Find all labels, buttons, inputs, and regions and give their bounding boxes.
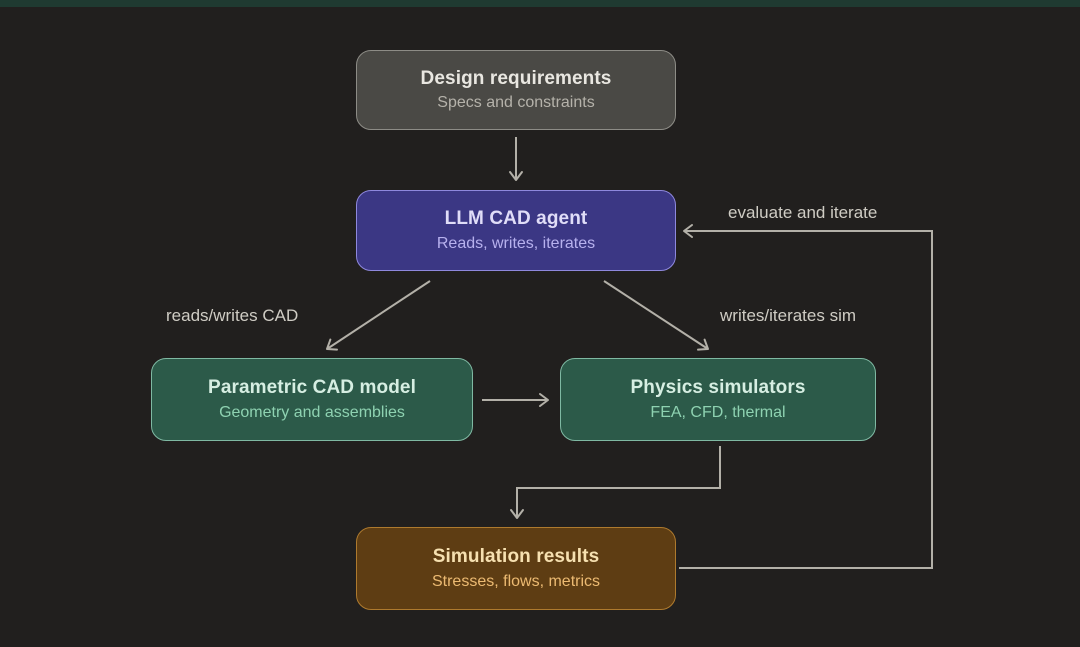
edge-label-evaluate-and-iterate: evaluate and iterate: [728, 203, 878, 222]
simulation-results-title: Simulation results: [432, 546, 600, 567]
simulation-results-node: Simulation results Stresses, flows, metr…: [356, 527, 676, 610]
physics-simulators-title: Physics simulators: [630, 377, 806, 398]
llm-cad-agent-title: LLM CAD agent: [444, 208, 588, 229]
physics-simulators-subtitle: FEA, CFD, thermal: [650, 403, 786, 421]
arrow-results-to-agent-feedback: [679, 224, 933, 569]
design-requirements-subtitle: Specs and constraints: [437, 94, 595, 112]
design-requirements-node: Design requirements Specs and constraint…: [356, 50, 676, 130]
edge-label-reads-writes-cad: reads/writes CAD: [166, 306, 299, 325]
parametric-cad-model-subtitle: Geometry and assemblies: [219, 403, 405, 421]
physics-simulators-node: Physics simulators FEA, CFD, thermal: [560, 358, 876, 441]
parametric-cad-model-node: Parametric CAD model Geometry and assemb…: [151, 358, 473, 441]
design-requirements-title: Design requirements: [420, 67, 612, 89]
arrow-agent-to-cad-model: [326, 280, 431, 351]
top-accent-strip: [0, 0, 1080, 7]
simulation-results-subtitle: Stresses, flows, metrics: [431, 572, 601, 590]
arrow-agent-to-simulators: [603, 280, 709, 351]
parametric-cad-model-title: Parametric CAD model: [208, 377, 416, 398]
arrow-simulators-to-results: [510, 446, 721, 519]
llm-cad-agent-node: LLM CAD agent Reads, writes, iterates: [356, 190, 676, 271]
edge-label-writes-iterates-sim: writes/iterates sim: [720, 306, 857, 325]
llm-cad-agent-subtitle: Reads, writes, iterates: [436, 234, 596, 252]
